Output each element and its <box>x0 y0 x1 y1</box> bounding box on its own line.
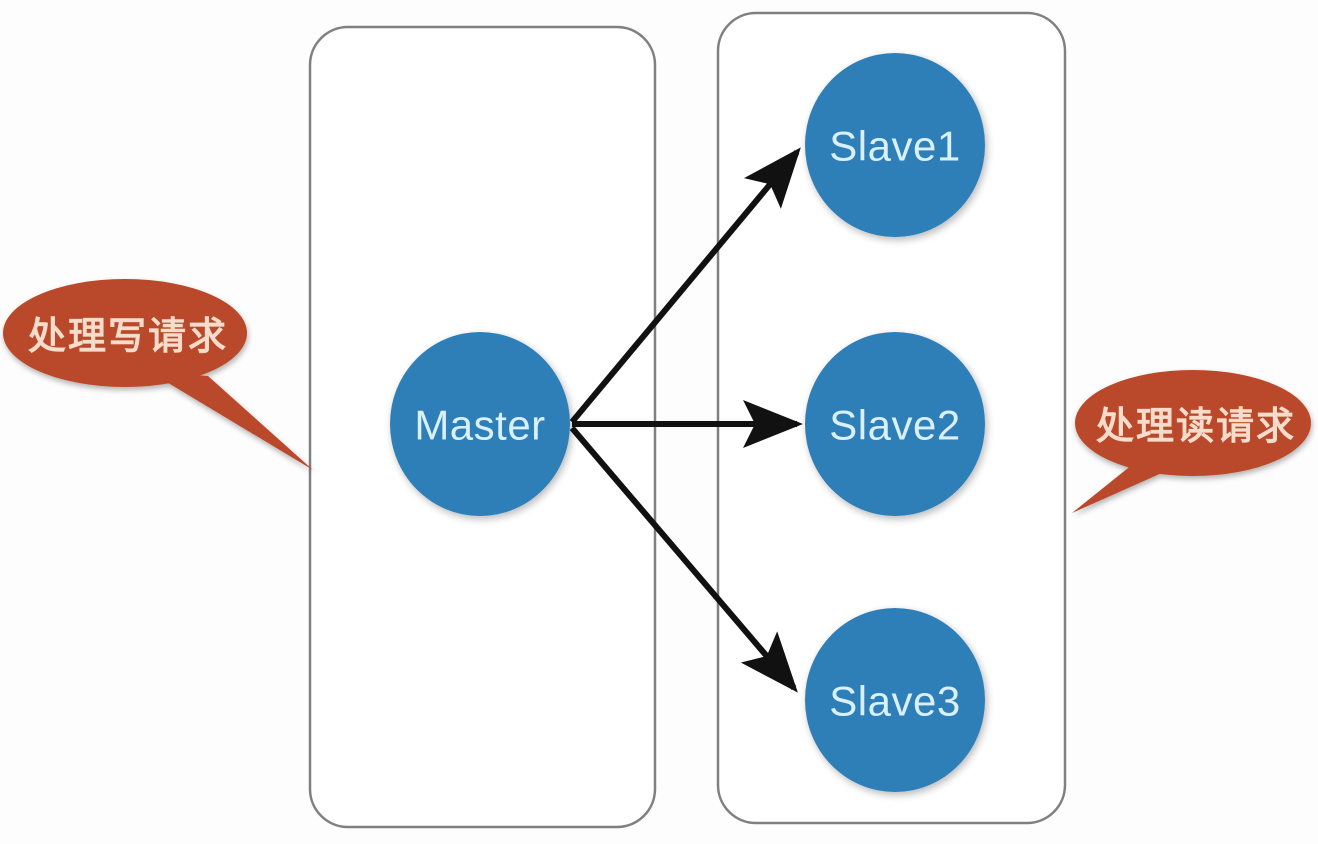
master-node-label: Master <box>414 402 545 449</box>
read-callout-bubble <box>1075 370 1311 476</box>
slave1-node-shape <box>805 53 985 237</box>
slave1-node-label: Slave1 <box>829 123 960 170</box>
write-callout-tail <box>150 372 313 470</box>
master-node-shape <box>390 332 570 516</box>
read-callout-label: 处理读请求 <box>1096 404 1296 448</box>
write-callout-label: 处理写请求 <box>28 314 228 358</box>
slave2-node-shape <box>805 332 985 516</box>
slave3-node-shape <box>805 608 985 792</box>
slave3-node-label: Slave3 <box>829 678 960 725</box>
node-slave3[interactable] <box>805 608 985 792</box>
handle-write-requests-callout[interactable] <box>3 279 313 470</box>
edge-master-to-slave1 <box>569 147 801 424</box>
handle-read-requests-callout[interactable] <box>1072 370 1311 513</box>
node-master[interactable] <box>390 332 570 516</box>
node-slave2[interactable] <box>805 332 985 516</box>
callout-group: 处理写请求 处理读请求 <box>3 279 1311 513</box>
edge-master-to-slave3 <box>569 426 798 693</box>
node-slave1[interactable] <box>805 53 985 237</box>
node-group: Master Slave1 Slave2 Slave3 <box>390 53 985 792</box>
edge-group <box>569 147 803 693</box>
write-callout-bubble <box>3 279 247 387</box>
slave2-node-label: Slave2 <box>829 402 960 449</box>
